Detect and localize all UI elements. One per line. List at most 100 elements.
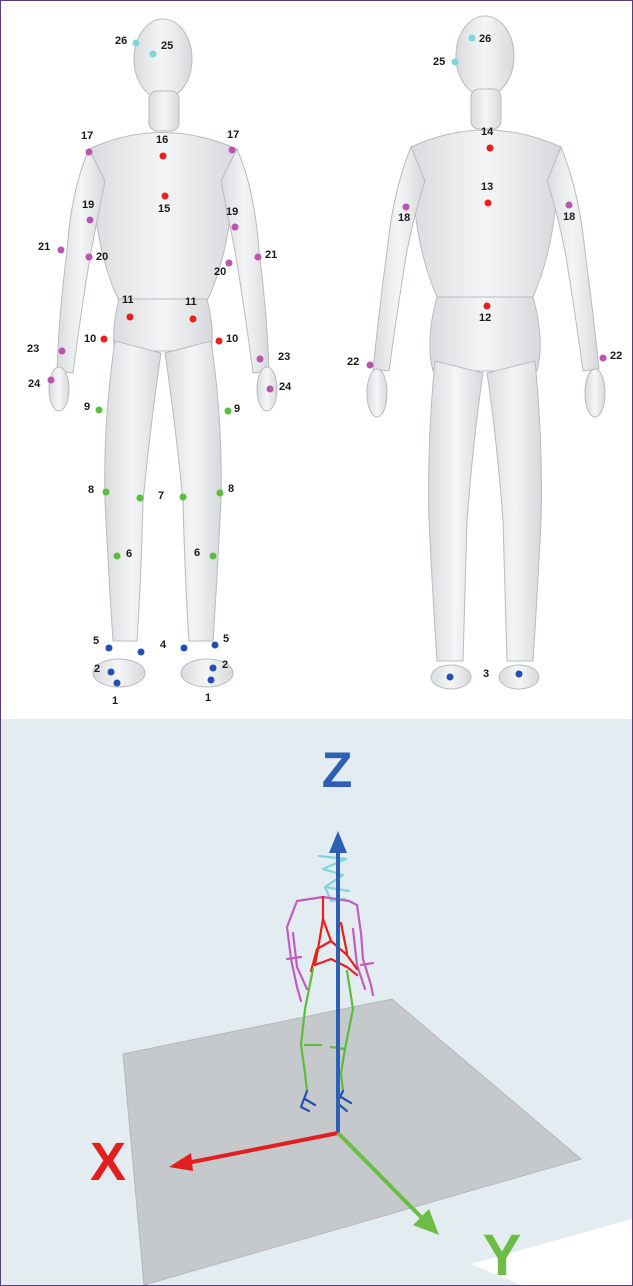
marker-dot <box>216 338 223 345</box>
marker-dot <box>487 145 494 152</box>
marker-dot <box>257 356 264 363</box>
marker-dot <box>86 254 93 261</box>
marker-dot <box>133 40 140 47</box>
marker-dot <box>212 642 219 649</box>
marker-dot <box>566 202 573 209</box>
skeleton-3d-panel: Z X Y <box>1 719 632 1285</box>
marker-label: 23 <box>27 343 39 355</box>
marker-dot <box>225 408 232 415</box>
marker-label: 5 <box>93 635 99 647</box>
marker-label: 22 <box>610 350 622 362</box>
marker-label: 20 <box>214 266 226 278</box>
marker-placement-panel: 26 25 26 25 17 16 17 15 19 19 21 20 20 2… <box>1 1 632 711</box>
marker-placement-figure: 26 25 26 25 17 16 17 15 19 19 21 20 20 2… <box>1 1 632 711</box>
marker-label: 1 <box>112 695 118 707</box>
marker-dot <box>160 153 167 160</box>
marker-label: 14 <box>481 126 494 138</box>
y-axis-label: Y <box>483 1223 522 1285</box>
marker-label: 24 <box>279 381 292 393</box>
marker-dot <box>58 247 65 254</box>
marker-dot <box>59 348 66 355</box>
marker-dot <box>180 494 187 501</box>
marker-label: 26 <box>115 35 127 47</box>
marker-label: 19 <box>82 199 94 211</box>
marker-dot <box>162 193 169 200</box>
marker-label: 4 <box>160 639 167 651</box>
marker-dot <box>96 407 103 414</box>
marker-dot <box>600 355 607 362</box>
z-axis-arrowhead <box>329 831 347 853</box>
marker-dot <box>403 204 410 211</box>
marker-label: 22 <box>347 356 359 368</box>
marker-dot <box>190 316 197 323</box>
marker-label: 25 <box>433 56 445 68</box>
marker-label: 5 <box>223 633 229 645</box>
marker-dot <box>267 386 274 393</box>
marker-label: 20 <box>96 251 108 263</box>
marker-dot <box>106 645 113 652</box>
marker-label: 2 <box>222 659 228 671</box>
marker-label: 2 <box>94 663 100 675</box>
marker-label: 6 <box>126 548 132 560</box>
marker-dot <box>114 680 121 687</box>
skeleton-3d-figure: Z X Y <box>1 719 632 1285</box>
marker-dot <box>108 669 115 676</box>
marker-dot <box>101 336 108 343</box>
marker-label: 13 <box>481 181 493 193</box>
marker-label: 21 <box>38 241 50 253</box>
marker-dot <box>86 149 93 156</box>
marker-label: 10 <box>84 333 96 345</box>
marker-dot <box>210 553 217 560</box>
marker-dot <box>210 665 217 672</box>
marker-dot <box>226 260 233 267</box>
marker-label: 26 <box>479 33 491 45</box>
marker-dot <box>137 495 144 502</box>
marker-label: 9 <box>84 401 90 413</box>
marker-dot <box>367 362 374 369</box>
marker-dot <box>232 224 239 231</box>
marker-dot <box>127 314 134 321</box>
marker-label: 15 <box>158 203 170 215</box>
marker-label: 11 <box>185 296 197 308</box>
marker-label: 12 <box>479 312 491 324</box>
marker-dot <box>255 254 262 261</box>
marker-label: 21 <box>265 249 277 261</box>
marker-dot <box>485 200 492 207</box>
marker-label: 3 <box>483 668 489 680</box>
marker-label: 1 <box>205 692 211 704</box>
back-body-figure <box>367 16 605 689</box>
marker-dot <box>229 147 236 154</box>
skeleton-arms <box>287 897 373 1001</box>
marker-dot <box>484 303 491 310</box>
marker-dot <box>103 489 110 496</box>
marker-label: 11 <box>122 294 134 306</box>
marker-label: 25 <box>161 40 173 52</box>
marker-dot <box>150 51 157 58</box>
marker-label: 6 <box>194 547 200 559</box>
marker-label: 17 <box>227 129 239 141</box>
marker-dot <box>452 59 459 66</box>
marker-dot <box>516 671 523 678</box>
z-axis-label: Z <box>322 742 353 798</box>
marker-label: 10 <box>226 333 238 345</box>
marker-dot <box>208 677 215 684</box>
marker-dot <box>447 674 454 681</box>
marker-label: 9 <box>234 403 240 415</box>
marker-label: 7 <box>158 490 164 502</box>
marker-label: 16 <box>156 134 168 146</box>
skeleton-torso <box>311 897 357 975</box>
marker-label: 8 <box>88 484 94 496</box>
x-axis-label: X <box>90 1132 126 1192</box>
marker-label: 23 <box>278 351 290 363</box>
marker-dot <box>114 553 121 560</box>
marker-label: 19 <box>226 206 238 218</box>
front-body-figure <box>49 19 277 687</box>
skeleton-head <box>319 856 349 901</box>
marker-dot <box>87 217 94 224</box>
marker-label: 24 <box>28 378 41 390</box>
marker-dot <box>138 649 145 656</box>
marker-label: 18 <box>563 211 575 223</box>
marker-dot <box>48 377 55 384</box>
marker-label: 8 <box>228 483 234 495</box>
